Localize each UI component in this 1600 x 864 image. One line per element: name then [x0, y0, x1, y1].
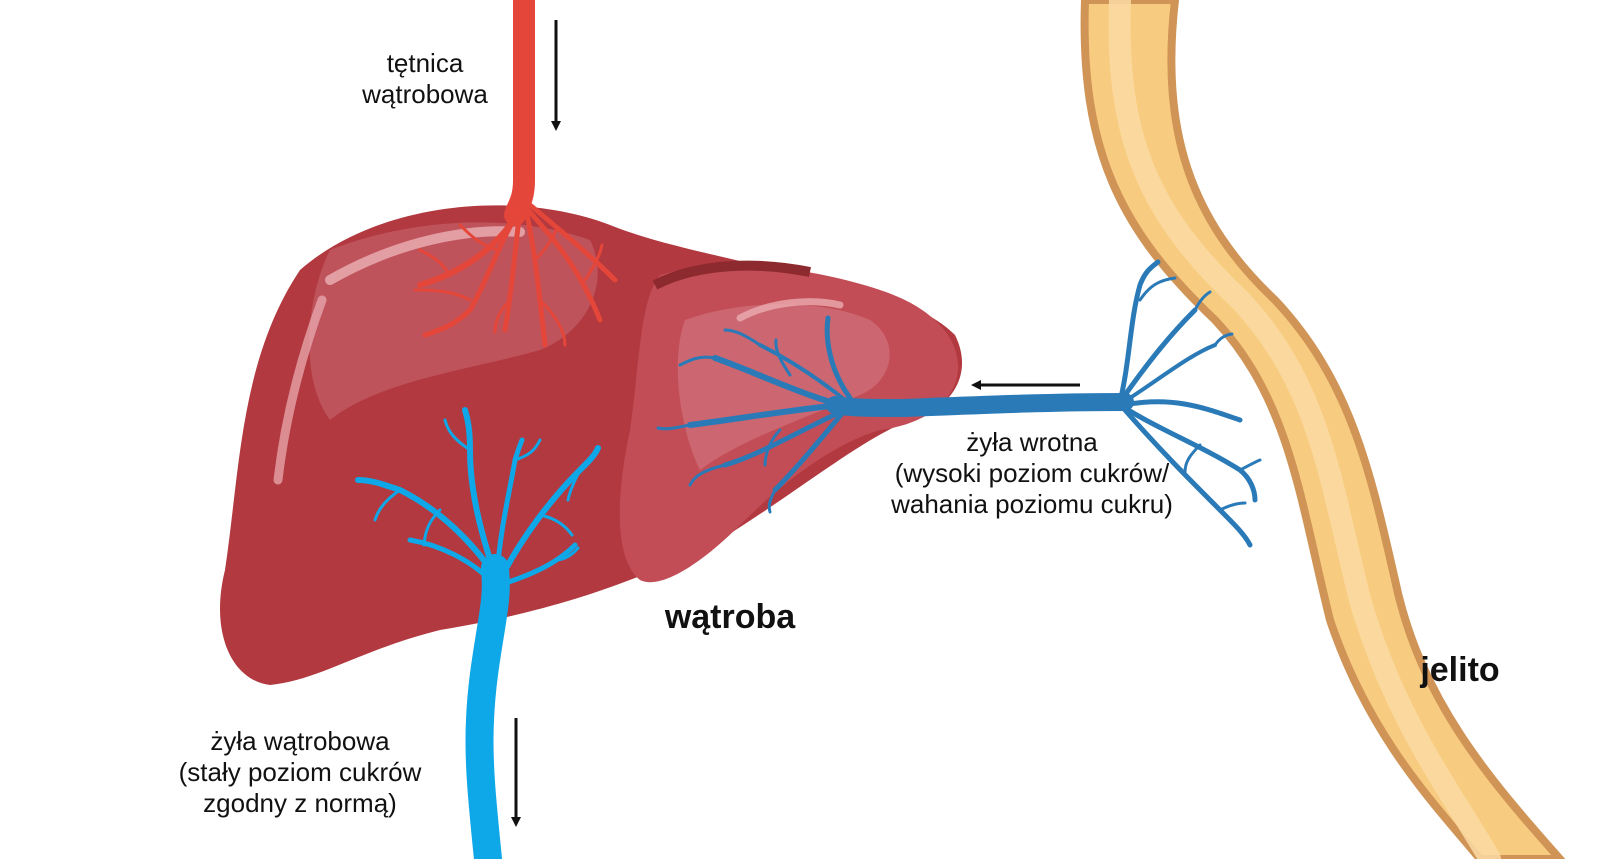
portal-vein — [656, 259, 1262, 548]
liver-highlight-right — [736, 298, 844, 322]
hepatic-vein-label-line3: zgodny z normą) — [203, 788, 397, 818]
liver-highlight-top — [325, 226, 525, 285]
hepatic-vein — [355, 407, 601, 864]
portal-vein-label-line2: (wysoki poziom cukrów/ — [894, 458, 1170, 488]
artery-label-line2: wątrobowa — [362, 79, 488, 109]
liver-right-lobe — [619, 265, 959, 583]
liver-label: wątroba — [664, 598, 796, 636]
artery-label-line1: tętnica — [386, 48, 464, 78]
intestine-label: jelito — [1420, 651, 1500, 689]
hepatic-vein-label-line1: żyła wątrobowa — [210, 726, 390, 756]
hepatic-vein-label: żyła wątrobowa (stały poziom cukrów zgod… — [150, 726, 450, 819]
liver-highlight-side — [273, 295, 327, 485]
hepatic-artery — [413, 0, 618, 348]
portal-vein-label: żyła wrotna (wysoki poziom cukrów/ wahan… — [852, 427, 1212, 520]
liver — [220, 205, 963, 685]
hepatic-vein-label-line2: (stały poziom cukrów — [178, 757, 422, 787]
portal-vein-label-line3: wahania poziomu cukru) — [891, 489, 1173, 519]
portal-vein-label-line1: żyła wrotna — [966, 427, 1098, 457]
liver-groove — [652, 260, 811, 290]
intestine-highlight — [1108, 0, 1501, 864]
artery-label: tętnica wątrobowa — [350, 48, 500, 110]
